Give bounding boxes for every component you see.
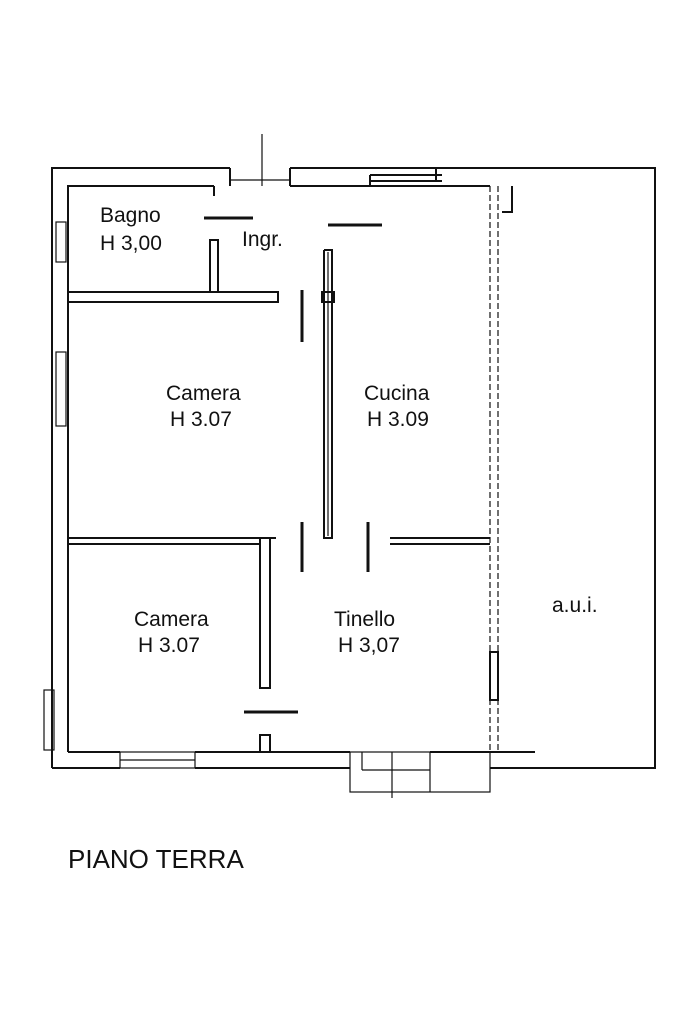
room-camera-1-name: Camera bbox=[166, 382, 241, 405]
room-camera-2-height: H 3.07 bbox=[138, 634, 200, 657]
left-windows bbox=[43, 221, 67, 751]
room-bagno-name: Bagno bbox=[100, 204, 161, 227]
bottom-steps bbox=[119, 751, 491, 798]
room-cucina-name: Cucina bbox=[364, 382, 430, 405]
interior-walls bbox=[68, 186, 513, 753]
outer-walls bbox=[51, 167, 656, 769]
entrance-gap bbox=[213, 134, 291, 196]
room-aui-name: a.u.i. bbox=[552, 594, 598, 617]
room-camera-2-name: Camera bbox=[134, 608, 209, 631]
room-cucina-height: H 3.09 bbox=[367, 408, 429, 431]
room-tinello-height: H 3,07 bbox=[338, 634, 400, 657]
floor-label: PIANO TERRA bbox=[68, 844, 244, 874]
room-labels: Bagno H 3,00 Ingr. Camera H 3.07 Cucina … bbox=[100, 204, 598, 657]
room-bagno-height: H 3,00 bbox=[100, 232, 162, 255]
room-ingresso-name: Ingr. bbox=[242, 228, 283, 251]
room-tinello-name: Tinello bbox=[334, 608, 395, 631]
room-camera-1-height: H 3.07 bbox=[170, 408, 232, 431]
